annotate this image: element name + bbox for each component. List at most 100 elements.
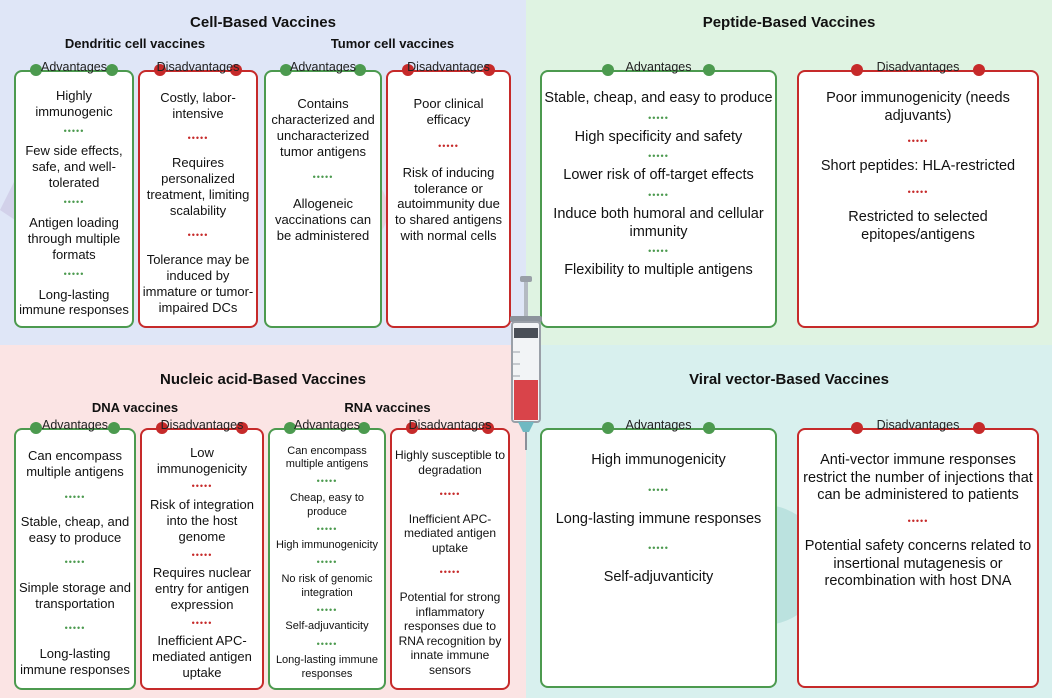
separator-dots: ••••• [316,604,338,615]
box-knob [973,422,985,434]
separator-dots: ••••• [648,246,669,257]
advantage-item: Can encompass multiple antigens [285,444,369,471]
box-knob [851,64,863,76]
disadvantages-label: Disadvantages [160,418,244,432]
separator-dots: ••••• [63,269,85,280]
advantages-label: Advantages [625,60,692,74]
box-knob [280,64,292,76]
dna-title: DNA vaccines [91,400,179,415]
advantage-item: Long-lasting immune responses [555,510,762,527]
box-knob [154,64,166,76]
advantage-item: Induce both humoral and cellular immunit… [553,206,764,240]
rna-disadvantages-box: Disadvantages Highly susceptible to degr… [390,418,510,690]
dendritic-disadvantages-box: Disadvantages Costly, labor-intensive ••… [138,60,258,328]
separator-dots: ••••• [191,549,213,560]
advantage-item: Antigen loading through multiple formats [27,214,121,262]
disadvantage-item: Poor immunogenicity (needs adjuvants) [826,90,1010,124]
separator-dots: ••••• [316,476,338,487]
peptide-disadvantages-box: Disadvantages Poor immunogenicity (needs… [797,60,1039,328]
advantage-item: High immunogenicity [275,539,379,552]
advantage-item: Flexibility to multiple antigens [564,262,753,279]
disadvantages-label: Disadvantages [156,60,240,74]
box-knob [354,64,366,76]
peptide-advantages-box: Advantages Stable, cheap, and easy to pr… [540,60,777,328]
box-knob [973,64,985,76]
disadvantage-item: Anti-vector immune responses restrict th… [803,452,1033,504]
separator-dots: ••••• [187,230,209,241]
advantage-item: Lower risk of off-target effects [563,167,754,184]
advantage-item: Allogeneic vaccinations can be administe… [274,196,372,244]
disadvantage-item: Short peptides: HLA-restricted [820,158,1016,175]
box-knob [30,422,42,434]
dna-advantages-box: Advantages Can encompass multiple antige… [14,418,136,690]
disadvantages-label: Disadvantages [408,418,492,432]
disadvantage-item: Restricted to selected epitopes/antigens [848,209,988,243]
disadvantage-item: Risk of inducing tolerance or autoimmuni… [395,164,502,244]
box-knob [284,422,296,434]
box-knob [602,422,614,434]
box-knob [358,422,370,434]
advantage-item: Contains characterized and uncharacteriz… [271,96,375,159]
dna-disadvantages-box: Disadvantages Low immunogenicity ••••• R… [140,418,264,690]
separator-dots: ••••• [316,638,338,649]
separator-dots: ••••• [63,197,85,208]
separator-dots: ••••• [907,187,929,198]
separator-dots: ••••• [191,481,213,492]
box-knob [108,422,120,434]
advantage-item: Highly immunogenic [35,87,113,119]
viral-advantages-box: Advantages High immunogenicity ••••• Lon… [540,418,777,688]
advantage-item: Self-adjuvanticity [603,569,714,586]
disadvantage-item: Risk of integration into the host genome [149,497,255,544]
rna-title: RNA vaccines [344,400,431,415]
box-knob [703,422,715,434]
separator-dots: ••••• [64,623,86,634]
separator-dots: ••••• [64,557,86,568]
advantages-label: Advantages [293,418,361,432]
separator-dots: ••••• [907,516,929,527]
separator-dots: ••••• [312,172,334,183]
disadvantages-label: Disadvantages [407,60,490,74]
advantage-item: Long-lasting immune responses [20,645,130,677]
tumor-disadvantages-box: Disadvantages Poor clinical efficacy •••… [386,60,511,328]
separator-dots: ••••• [439,567,461,578]
advantages-label: Advantages [289,60,357,74]
disadvantages-label: Disadvantages [876,60,960,74]
disadvantage-item: Inefficient APC-mediated antigen uptake [403,511,497,556]
box-knob [851,422,863,434]
separator-dots: ••••• [191,617,213,628]
peptide-based-title: Peptide-Based Vaccines [702,14,876,31]
disadvantage-item: Potential for strong inflammatory respon… [398,589,502,678]
dendritic-title: Dendritic cell vaccines [64,36,206,51]
separator-dots: ••••• [187,133,209,144]
separator-dots: ••••• [439,489,461,500]
advantages-label: Advantages [40,60,108,74]
box-knob [230,64,242,76]
viral-disadvantages-box: Disadvantages Anti-vector immune respons… [797,418,1039,688]
separator-dots: ••••• [648,543,669,554]
syringe-icon [510,276,542,450]
disadvantage-item: Tolerance may be induced by immature or … [142,252,254,315]
advantages-label: Advantages [41,418,109,432]
separator-dots: ••••• [64,491,86,502]
advantage-item: Long-lasting immune responses [19,286,129,318]
box-knob [406,422,418,434]
advantage-item: Stable, cheap, and easy to produce [20,514,130,546]
disadvantage-item: Low immunogenicity [156,444,248,476]
disadvantage-item: Requires personalized treatment, limitin… [146,155,250,218]
advantage-item: High specificity and safety [574,128,743,145]
separator-dots: ••••• [316,557,338,568]
box-knob [602,64,614,76]
advantage-item: Few side effects, safe, and well-tolerat… [25,143,123,191]
disadvantage-item: Highly susceptible to degradation [394,448,506,477]
cell-based-title: Cell-Based Vaccines [190,14,336,31]
disadvantages-label: Disadvantages [876,418,960,432]
disadvantage-item: Costly, labor-intensive [160,90,236,121]
advantage-item: Stable, cheap, and easy to produce [544,90,773,106]
advantage-item: Simple storage and transportation [18,580,131,611]
advantage-item: Cheap, easy to produce [290,492,364,518]
box-knob [483,64,495,76]
tumor-advantages-box: Advantages Contains characterized and un… [264,60,382,328]
separator-dots: ••••• [648,151,669,162]
dendritic-advantages-box: Advantages Highly immunogenic ••••• Few … [14,60,134,328]
disadvantage-item: Requires nuclear entry for antigen expre… [152,565,252,613]
